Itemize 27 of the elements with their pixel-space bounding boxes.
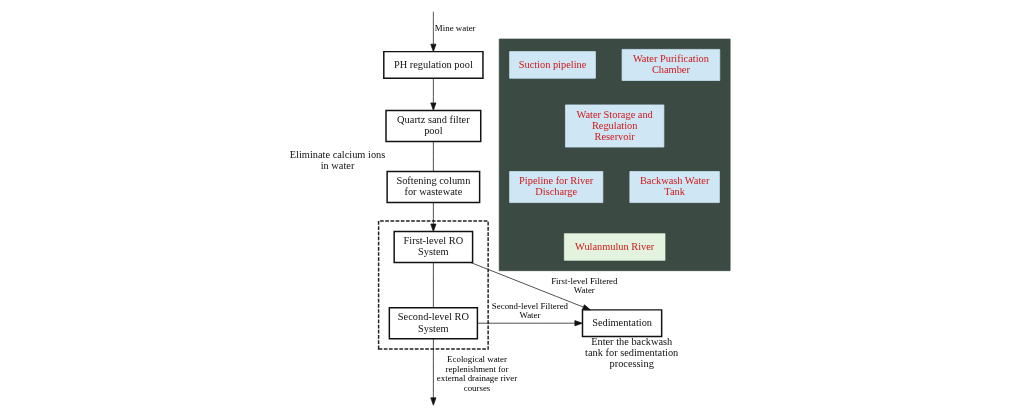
edge-label: Second-level Filtered Water xyxy=(491,300,569,321)
node-box: Softening column for wastewate xyxy=(386,170,481,204)
node-box: Second-level RO System xyxy=(388,306,479,340)
node-box: Sedimentation xyxy=(581,309,663,338)
node-box: Backwash Water Tank xyxy=(629,171,720,203)
node-box: Water Purification Chamber xyxy=(621,49,721,81)
arrow xyxy=(430,202,437,232)
arrow xyxy=(430,77,437,111)
node-label: Enter the backwash tank for sedimentation processing xyxy=(585,335,679,370)
node-box: First-level RO System xyxy=(393,230,474,264)
node-box: Suction pipeline xyxy=(509,51,596,79)
connector xyxy=(433,262,434,308)
node-box: Water Storage and Regulation Reservoir xyxy=(565,104,665,148)
arrow xyxy=(430,338,437,406)
node-box: Pipeline for River Discharge xyxy=(509,171,604,203)
edge-label: First-level Filtered Water xyxy=(551,275,618,296)
arrow xyxy=(470,262,591,311)
node-label: Eliminate calcium ions in water xyxy=(289,148,386,171)
cluster xyxy=(498,38,731,272)
edge-label: Mine water xyxy=(434,22,476,33)
arrow xyxy=(430,11,437,52)
arrow xyxy=(477,320,583,327)
node-box: PH regulation pool xyxy=(383,50,484,79)
edge-label: Ecological water replenishment for external drainage river courses xyxy=(436,354,518,393)
node-box: Wulanmulun River xyxy=(564,233,666,261)
connector xyxy=(433,141,434,172)
node-box: Quartz sand filter pool xyxy=(385,109,482,143)
